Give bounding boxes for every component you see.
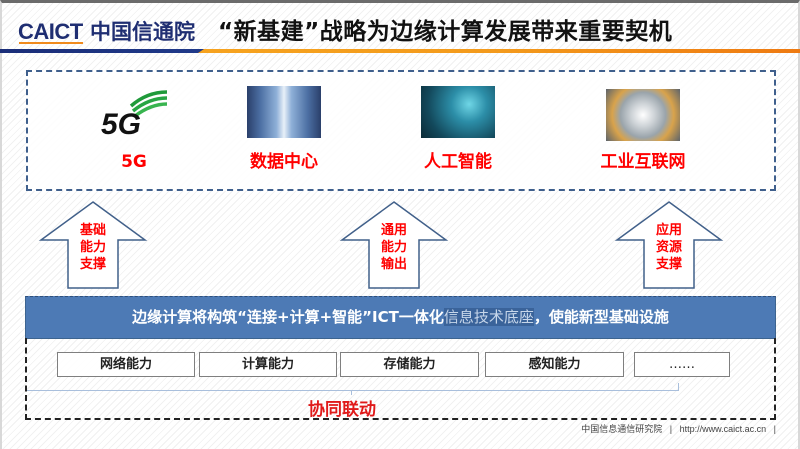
arrow-label-application-support: 应用资源支撑 xyxy=(655,223,682,272)
capabilities-box xyxy=(25,338,776,420)
banner-highlight: 信息技术底座 xyxy=(443,308,534,326)
logo-underline xyxy=(19,42,83,44)
arrow-label-general-output: 通用能力输出 xyxy=(380,223,407,272)
svg-text:5G: 5G xyxy=(101,108,141,138)
collaboration-label: 协同联动 xyxy=(308,400,376,420)
footer-url[interactable]: http://www.caict.ac.cn xyxy=(679,424,767,434)
capability-storage: 存储能力 xyxy=(340,352,479,377)
tech-label-ai: 人工智能 xyxy=(424,152,492,172)
banner-suffix: ，使能新型基础设施 xyxy=(533,308,669,326)
page-title: “新基建”战略为边缘计算发展带来重要契机 xyxy=(218,19,673,45)
footer-org: 中国信息通信研究院 xyxy=(581,424,663,434)
logo-chinese-name: 中国信通院 xyxy=(90,20,195,44)
data-center-photo xyxy=(247,86,321,138)
tech-label-5g: 5G xyxy=(121,152,147,172)
tech-label-industrial-internet: 工业互联网 xyxy=(600,152,686,172)
header-rule-orange xyxy=(198,49,800,53)
caict-logo: CAICT xyxy=(18,19,83,44)
capability-more: …… xyxy=(634,352,730,377)
header-rule-navy xyxy=(0,49,205,53)
capability-compute: 计算能力 xyxy=(199,352,337,377)
industrial-internet-photo xyxy=(606,89,680,141)
up-arrow-icon xyxy=(614,201,724,289)
banner-prefix: 边缘计算将构筑“连接+计算+智能”ICT一体化 xyxy=(132,308,444,326)
collaboration-bracket xyxy=(27,390,679,391)
arrow-basic-support: 基础能力支撑 xyxy=(38,200,148,290)
header: CAICT 中国信通院 “新基建”战略为边缘计算发展带来重要契机 xyxy=(0,3,800,50)
capability-network: 网络能力 xyxy=(57,352,195,377)
footer-separator-end: | xyxy=(773,424,776,434)
up-arrow-icon xyxy=(38,201,148,289)
up-arrow-icon xyxy=(339,201,449,289)
ai-photo xyxy=(421,86,495,138)
5g-logo-icon: 5G xyxy=(97,86,171,141)
collaboration-bracket-tick xyxy=(351,390,352,395)
footer-separator: | xyxy=(669,424,673,434)
edge-computing-banner: 边缘计算将构筑“连接+计算+智能”ICT一体化信息技术底座，使能新型基础设施 xyxy=(25,296,776,339)
collaboration-bracket-end xyxy=(678,383,679,391)
tech-label-data-center: 数据中心 xyxy=(250,152,318,172)
capability-sensing: 感知能力 xyxy=(485,352,624,377)
arrow-general-output: 通用能力输出 xyxy=(339,200,449,290)
arrow-application-support: 应用资源支撑 xyxy=(614,200,724,290)
footer: 中国信息通信研究院 | http://www.caict.ac.cn | xyxy=(581,423,776,435)
arrow-label-basic-support: 基础能力支撑 xyxy=(79,223,106,272)
